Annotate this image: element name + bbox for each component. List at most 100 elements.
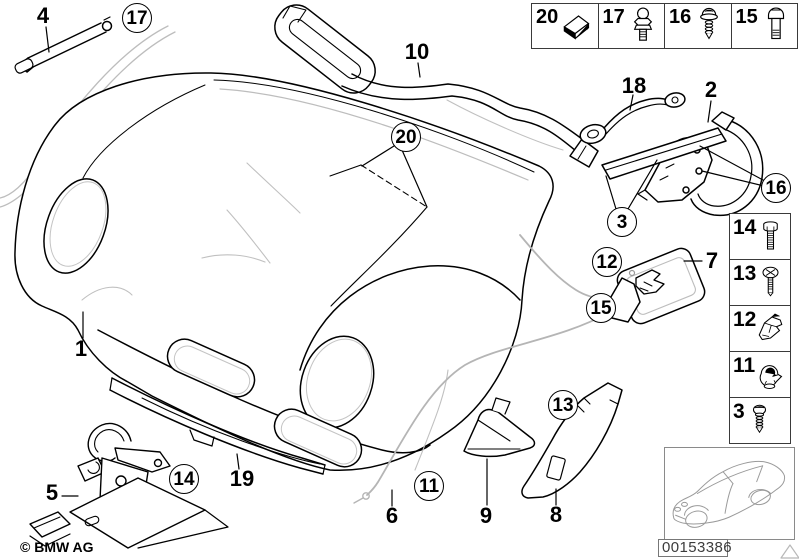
- ball-stud-icon: [628, 6, 658, 46]
- callout-number: 19: [229, 466, 255, 491]
- headlight-opening-left: [43, 178, 109, 274]
- callout-number: 10: [404, 39, 430, 64]
- hood-outline: [14, 72, 554, 472]
- circled-callout[interactable]: 12: [592, 247, 622, 277]
- legend-item-number: 13: [733, 262, 757, 285]
- side-cover-part-8: [521, 382, 623, 499]
- part-number-label[interactable]: 2: [705, 79, 717, 101]
- callout-number: 20: [395, 126, 417, 148]
- callout-number: 8: [549, 502, 563, 527]
- part-number-label[interactable]: 4: [37, 5, 49, 27]
- headlight-opening-right-inner: [306, 338, 372, 422]
- clamp-nut-icon: [756, 354, 783, 396]
- part-number-label[interactable]: 9: [480, 505, 492, 527]
- grille-slot-upper-inner: [173, 345, 251, 395]
- washer-screw-icon: [694, 6, 724, 46]
- part-number-label[interactable]: 1: [75, 338, 87, 360]
- circled-callout[interactable]: 13: [548, 390, 578, 420]
- legend-item-number: 20: [536, 6, 559, 28]
- callout-number: 4: [36, 3, 50, 28]
- legend-item-number: 14: [733, 216, 757, 239]
- legend-item[interactable]: 3: [730, 398, 790, 443]
- circled-callout[interactable]: 3: [607, 207, 637, 237]
- grille-slot-lower-inner: [280, 415, 358, 465]
- callout-number: 5: [45, 480, 59, 505]
- callout-number: 16: [765, 177, 787, 199]
- hood-center-crease-dashed: [360, 164, 428, 208]
- part-number-label[interactable]: 10: [405, 41, 429, 63]
- hood-crease-down: [330, 206, 428, 307]
- grille-slot-upper: [166, 338, 256, 398]
- shoulder-bolt-icon: [761, 6, 791, 46]
- hood-surface-gray-creases: [81, 99, 564, 471]
- leader-lines: [45, 26, 765, 507]
- legend-item-number: 12: [733, 308, 757, 331]
- legend-item[interactable]: 16: [665, 4, 732, 48]
- legend-item[interactable]: 15: [732, 4, 798, 48]
- part-number-label[interactable]: 8: [550, 504, 562, 526]
- catalog-number: 00153386: [658, 539, 732, 557]
- legend-item[interactable]: 12: [730, 306, 790, 352]
- fastener-legend-top: 20 17 16 15: [531, 3, 798, 49]
- legend-item-number: 11: [733, 354, 756, 377]
- cowl-seal-strip-part-10: [274, 4, 599, 168]
- gasket-pad-icon: [561, 6, 591, 46]
- legend-item[interactable]: 17: [599, 4, 665, 48]
- corner-triangle-mark: [780, 544, 799, 559]
- part-number-label[interactable]: 6: [386, 505, 398, 527]
- headlight-opening-left-inner: [49, 181, 107, 267]
- wheel-arch-crease: [299, 265, 521, 371]
- callout-number: 2: [704, 77, 718, 102]
- callout-number: 9: [479, 503, 493, 528]
- spring-clip-icon: [757, 308, 784, 350]
- part-number-label[interactable]: 19: [230, 468, 254, 490]
- front-trim-strip-part-19: [109, 377, 326, 475]
- legend-item[interactable]: 20: [532, 4, 599, 48]
- callout-number: 6: [385, 503, 399, 528]
- callout-number: 1: [74, 336, 88, 361]
- circled-callout[interactable]: 16: [761, 173, 791, 203]
- callout-number: 11: [418, 475, 440, 497]
- legend-item-number: 15: [735, 6, 758, 28]
- part-number-label[interactable]: 5: [46, 482, 58, 504]
- grille-slot-lower: [273, 408, 363, 468]
- circled-callout[interactable]: 14: [169, 464, 199, 494]
- callout-number: 18: [621, 73, 647, 98]
- legend-item-number: 16: [669, 6, 692, 28]
- vehicle-thumbnail: [672, 460, 786, 528]
- hood-rear-flange: [213, 79, 535, 173]
- legend-item-number: 17: [602, 6, 625, 28]
- circled-callout[interactable]: 15: [586, 293, 616, 323]
- callout-number: 14: [173, 468, 195, 490]
- callout-number: 12: [596, 251, 618, 273]
- legend-item[interactable]: 14: [730, 214, 790, 260]
- legend-item[interactable]: 11: [730, 352, 790, 398]
- circled-callout[interactable]: 17: [122, 3, 152, 33]
- hinge-bracket-part-2: [637, 111, 764, 217]
- callout-number: 13: [552, 394, 574, 416]
- legend-item-number: 3: [733, 400, 745, 423]
- hood-rear-gray-line: [219, 88, 529, 181]
- hood-panel-part-1: [14, 72, 564, 472]
- callout-number: 3: [616, 211, 628, 233]
- circled-callout[interactable]: 20: [391, 122, 421, 152]
- vehicle-thumbnail-box: [664, 447, 795, 540]
- hood-lock-part-5: [29, 422, 229, 549]
- copyright-text: © BMW AG: [20, 539, 94, 555]
- bumper-lip-line: [141, 397, 321, 465]
- circled-callout[interactable]: 11: [414, 471, 444, 501]
- hex-bolt-icon: [757, 216, 784, 258]
- phillips-screw-icon: [757, 262, 784, 304]
- part-number-label[interactable]: 7: [706, 250, 718, 272]
- callout-number: 15: [590, 297, 612, 319]
- ground-strap-part-18: [579, 92, 686, 145]
- hood-center-crease-solid: [329, 164, 362, 177]
- corner-cover-part-9: [463, 397, 536, 458]
- tapping-screw-icon: [746, 400, 773, 442]
- support-rod-part-4: [14, 16, 113, 74]
- fastener-legend-right: 14 13 12 11 3: [729, 213, 791, 444]
- part-number-label[interactable]: 18: [622, 75, 646, 97]
- legend-item[interactable]: 13: [730, 260, 790, 306]
